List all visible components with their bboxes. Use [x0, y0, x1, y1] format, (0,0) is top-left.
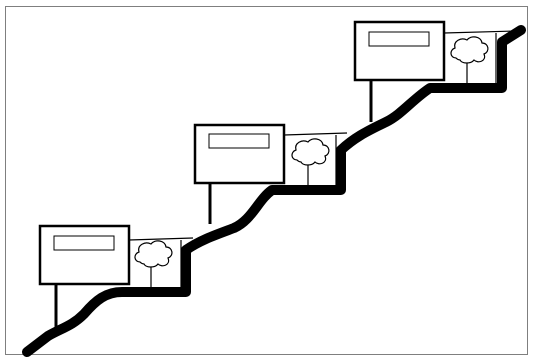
- building-sign: [208, 133, 270, 149]
- diagram-frame: [5, 6, 528, 355]
- building-box: [353, 20, 446, 82]
- tier-upper: [353, 20, 516, 122]
- tree-icon: [450, 36, 489, 86]
- roof-canopy-line: [128, 237, 194, 241]
- roof-canopy-line: [443, 30, 516, 34]
- building-sign: [53, 235, 115, 251]
- building-sign: [368, 31, 430, 47]
- tier-lower: [38, 224, 194, 330]
- tier-middle: [193, 123, 348, 224]
- tree-icon: [291, 138, 330, 188]
- building-box: [38, 224, 131, 286]
- tree-icon: [134, 240, 173, 289]
- roof-canopy-line: [283, 132, 348, 136]
- terrain-step-line: [22, 25, 526, 357]
